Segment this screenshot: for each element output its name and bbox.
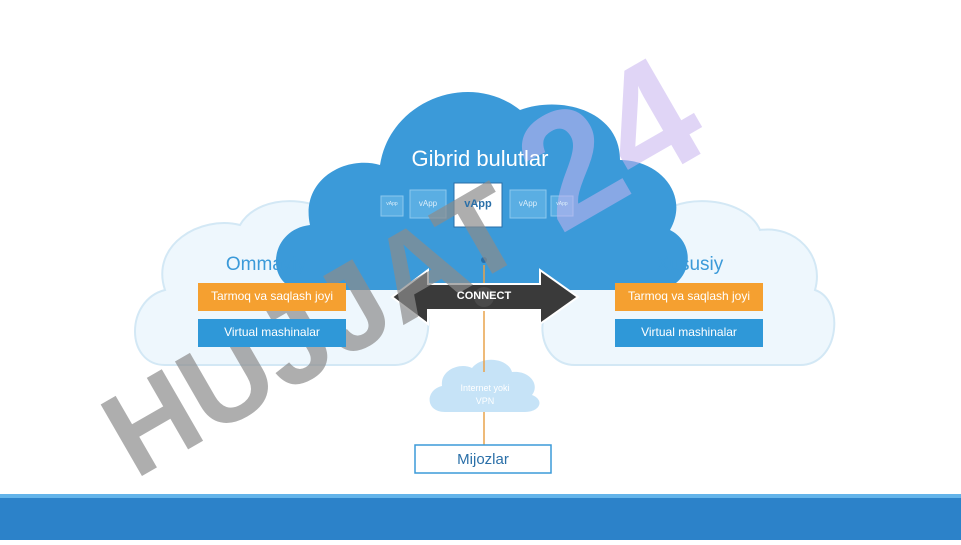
vapp-tile-label: vApp	[418, 199, 438, 208]
vapp-tile-label-main: vApp	[464, 198, 492, 210]
internet-cloud-line1: Internet yoki	[460, 383, 510, 393]
vapp-tile-label: vApp	[518, 199, 538, 208]
clients-box-frame	[414, 444, 552, 474]
private-storage-box: Tarmoq va saqlash joyi	[615, 283, 763, 311]
internet-cloud-shape	[429, 359, 540, 412]
vapp-tile-label: vApp	[386, 201, 398, 207]
public-storage-box: Tarmoq va saqlash joyi	[198, 283, 346, 311]
public-cloud-title: Ommaviy	[225, 254, 307, 275]
connect-arrow	[390, 257, 580, 326]
clients-label: Mijozlar	[457, 451, 509, 468]
vapp-tiles	[380, 182, 574, 228]
private-vms-box: Virtual mashinalar	[615, 319, 763, 347]
connect-label: CONNECT	[456, 290, 512, 302]
public-vms-box: Virtual mashinalar	[198, 319, 346, 347]
private-cloud-title: Xususiy	[656, 254, 724, 275]
internet-cloud-line2: VPN	[475, 396, 495, 406]
footer-bar	[0, 498, 961, 540]
hybrid-cloud-title: Gibrid bulutlar	[411, 146, 549, 171]
vapp-tile-label: vApp	[556, 201, 568, 207]
footer-accent-line	[0, 494, 961, 498]
